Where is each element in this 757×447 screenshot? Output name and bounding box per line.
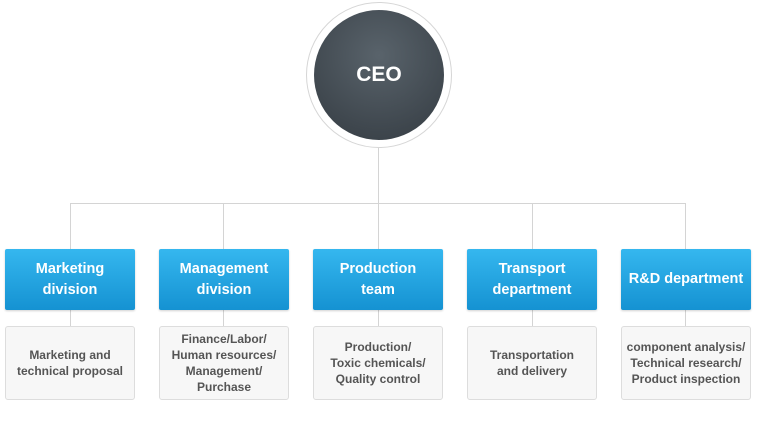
department-name: Marketing division [35, 260, 105, 298]
duty-text: component analysis/ Technical research/ … [626, 340, 746, 386]
ceo-label: CEO [356, 63, 402, 86]
duty-connector-5 [685, 310, 686, 326]
duty-connector-2 [223, 310, 224, 326]
duty-box-rnd: component analysis/ Technical research/ … [621, 326, 751, 400]
department-name: R&D department [628, 271, 744, 287]
duty-text: Production/ Toxic chemicals/ Quality con… [330, 340, 426, 386]
duty-box-transport: Transportation and delivery [467, 326, 597, 400]
branch-connector-5 [685, 203, 686, 249]
ceo-connector [378, 148, 379, 204]
department-name: Management division [179, 260, 269, 298]
duty-connector-4 [532, 310, 533, 326]
duty-text: Finance/Labor/ Human resources/ Manageme… [171, 332, 277, 394]
branch-connector-1 [70, 203, 71, 249]
department-production: Production team [313, 249, 443, 310]
duty-box-marketing: Marketing and technical proposal [5, 326, 135, 400]
branch-connector-2 [223, 203, 224, 249]
department-transport: Transport department [467, 249, 597, 310]
duty-box-production: Production/ Toxic chemicals/ Quality con… [313, 326, 443, 400]
duty-text: Marketing and technical proposal [16, 348, 124, 378]
department-rnd: R&D department [621, 249, 751, 310]
department-name: Transport department [492, 260, 572, 298]
duty-connector-3 [378, 310, 379, 326]
ceo-node: CEO [314, 10, 444, 140]
duty-connector-1 [70, 310, 71, 326]
branch-connector-3 [378, 203, 379, 249]
department-management: Management division [159, 249, 289, 310]
duty-text: Transportation and delivery [489, 348, 574, 378]
department-marketing: Marketing division [5, 249, 135, 310]
branch-connector-4 [532, 203, 533, 249]
duty-box-management: Finance/Labor/ Human resources/ Manageme… [159, 326, 289, 400]
department-name: Production team [339, 260, 417, 298]
